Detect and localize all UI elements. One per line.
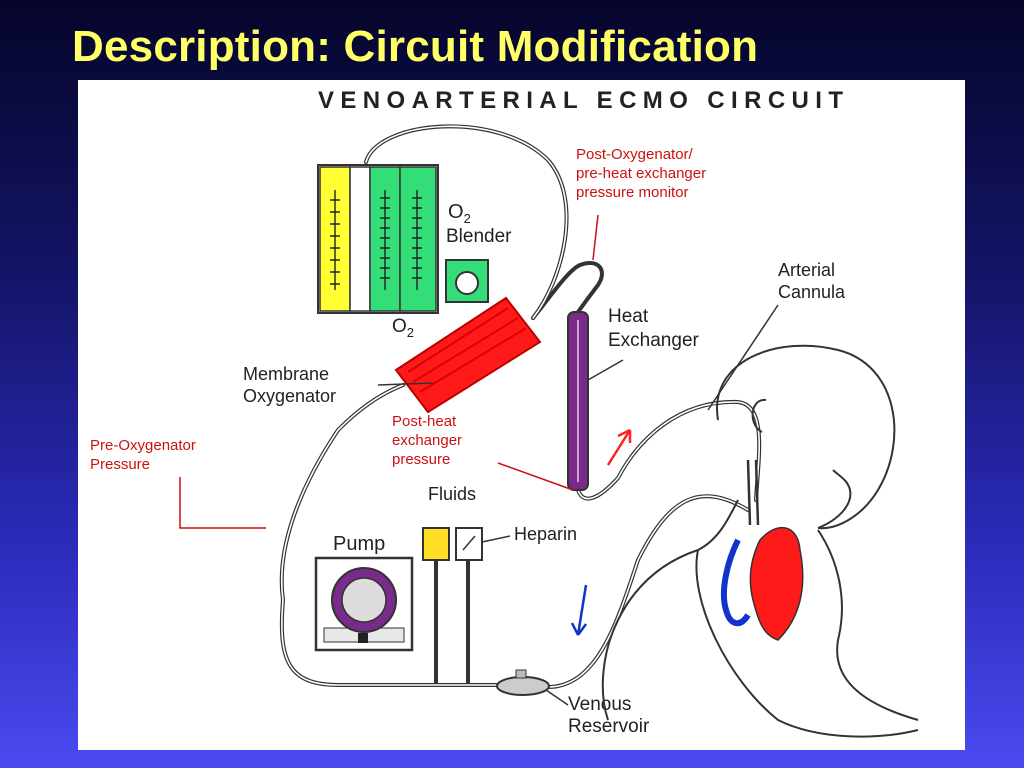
arterial-flow-arrow xyxy=(606,428,632,466)
svg-text:Post-Oxygenator/: Post-Oxygenator/ xyxy=(576,146,694,163)
flowmeter-green-2 xyxy=(399,166,437,312)
heparin-label: Heparin xyxy=(514,524,577,544)
venous-reservoir-label-1: Venous xyxy=(568,694,631,715)
svg-text:exchanger: exchanger xyxy=(392,432,462,449)
blender-label: Blender xyxy=(446,226,512,247)
o2-flowmeters xyxy=(317,164,439,314)
arterial-cannula-label-2: Cannula xyxy=(778,282,846,302)
ecmo-circuit-figure: VENOARTERIAL ECMO CIRCUIT xyxy=(78,80,965,750)
heat-exchanger xyxy=(567,311,589,491)
flowmeter-white xyxy=(349,166,371,312)
pre-oxygenator-annotation: Pre-Oxygenator Pressure xyxy=(90,437,266,529)
heat-exchanger-label-2: Exchanger xyxy=(608,330,700,351)
svg-text:pressure: pressure xyxy=(392,451,450,468)
post-oxygenator-annotation: Post-Oxygenator/ pre-heat exchanger pres… xyxy=(576,146,706,261)
svg-text:pre-heat exchanger: pre-heat exchanger xyxy=(576,165,706,182)
ecmo-diagram: VENOARTERIAL ECMO CIRCUIT xyxy=(90,87,919,738)
venous-reservoir xyxy=(496,669,550,696)
svg-text:Pre-Oxygenator: Pre-Oxygenator xyxy=(90,437,196,454)
fluids-bag xyxy=(422,527,450,561)
svg-text:Pressure: Pressure xyxy=(90,456,150,473)
diagram-title: VENOARTERIAL ECMO CIRCUIT xyxy=(318,87,843,114)
o2-bottom-label: O2 xyxy=(392,316,414,340)
patient-illustration xyxy=(601,344,919,738)
venous-reservoir-label-2: Reservoir xyxy=(568,716,650,737)
heparin-syringe xyxy=(455,527,483,561)
svg-text:pressure monitor: pressure monitor xyxy=(576,184,689,201)
roller-pump xyxy=(314,556,414,652)
membrane-oxygenator xyxy=(394,296,542,414)
o2-blender-label: O2 xyxy=(448,201,471,226)
heat-exchanger-label-1: Heat xyxy=(608,306,649,327)
o2-blender-box xyxy=(445,259,489,303)
svg-text:Post-heat: Post-heat xyxy=(392,413,457,430)
venous-flow-arrow xyxy=(570,584,588,636)
arterial-cannula-label-1: Arterial xyxy=(778,260,835,280)
neck-cannulae xyxy=(746,459,760,526)
fluids-label: Fluids xyxy=(428,484,476,504)
membrane-oxygenator-label-1: Membrane xyxy=(243,364,329,384)
tubing-inner xyxy=(280,125,760,688)
pump-label: Pump xyxy=(333,533,385,555)
slide-title: Description: Circuit Modification xyxy=(72,22,759,71)
heart xyxy=(720,526,804,641)
membrane-oxygenator-label-2: Oxygenator xyxy=(243,386,336,406)
post-heat-annotation: Post-heat exchanger pressure xyxy=(392,413,574,491)
